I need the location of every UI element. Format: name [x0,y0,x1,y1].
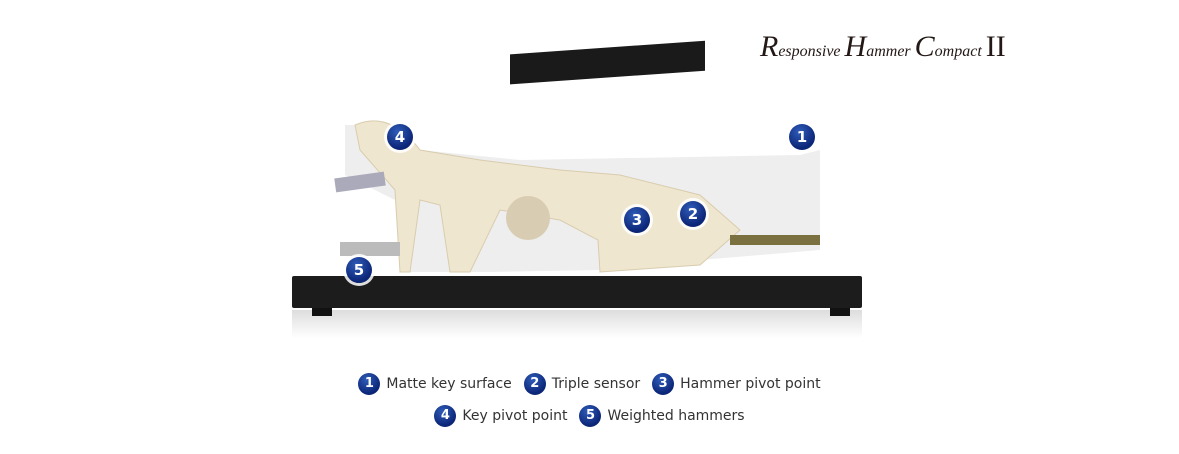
legend-item-4: 4 Key pivot point [434,405,567,427]
legend-label: Weighted hammers [607,408,745,424]
marker-1: 1 [789,124,815,150]
base-reflection [292,310,862,338]
title-h: H [844,30,867,63]
title-roman: II [985,30,1006,63]
number-badge: 1 [358,373,381,395]
metal-weight [334,171,386,193]
legend-label: Key pivot point [462,408,568,424]
black-key [510,40,705,85]
foot-left [312,308,332,316]
hammer-pivot [506,196,550,240]
legend-item-5: 5 Weighted hammers [579,405,745,427]
number-badge: 3 [652,373,675,395]
sensor-board [730,235,820,245]
marker-5: 5 [346,257,372,283]
legend-label: Triple sensor [551,376,641,392]
marker-2: 2 [680,201,706,227]
marker-3: 3 [624,207,650,233]
title-c: C [914,30,935,63]
hammer-assembly [354,120,741,273]
title-r: R [760,30,779,63]
foot-right [830,308,850,316]
legend-item-3: 3 Hammer pivot point [652,373,821,395]
base-frame [292,276,862,308]
title-h-rest: ammer [866,43,915,60]
metal-weight-lower [340,242,400,256]
number-badge: 2 [523,373,546,395]
legend-row-2: 4 Key pivot point 5 Weighted hammers [0,405,1179,427]
legend-label: Matte key surface [386,376,512,392]
number-badge: 5 [579,405,602,427]
title-r-rest: esponsive [778,43,845,60]
title-c-rest: ompact [934,43,982,60]
legend-row-1: 1 Matte key surface 2 Triple sensor 3 Hamme… [0,373,1179,395]
legend-item-2: 2 Triple sensor [523,373,641,395]
legend-label: Hammer pivot point [680,376,821,392]
legend-item-1: 1 Matte key surface [358,373,512,395]
marker-4: 4 [387,124,413,150]
keyboard-action-illustration [292,40,862,338]
number-badge: 4 [434,405,457,427]
